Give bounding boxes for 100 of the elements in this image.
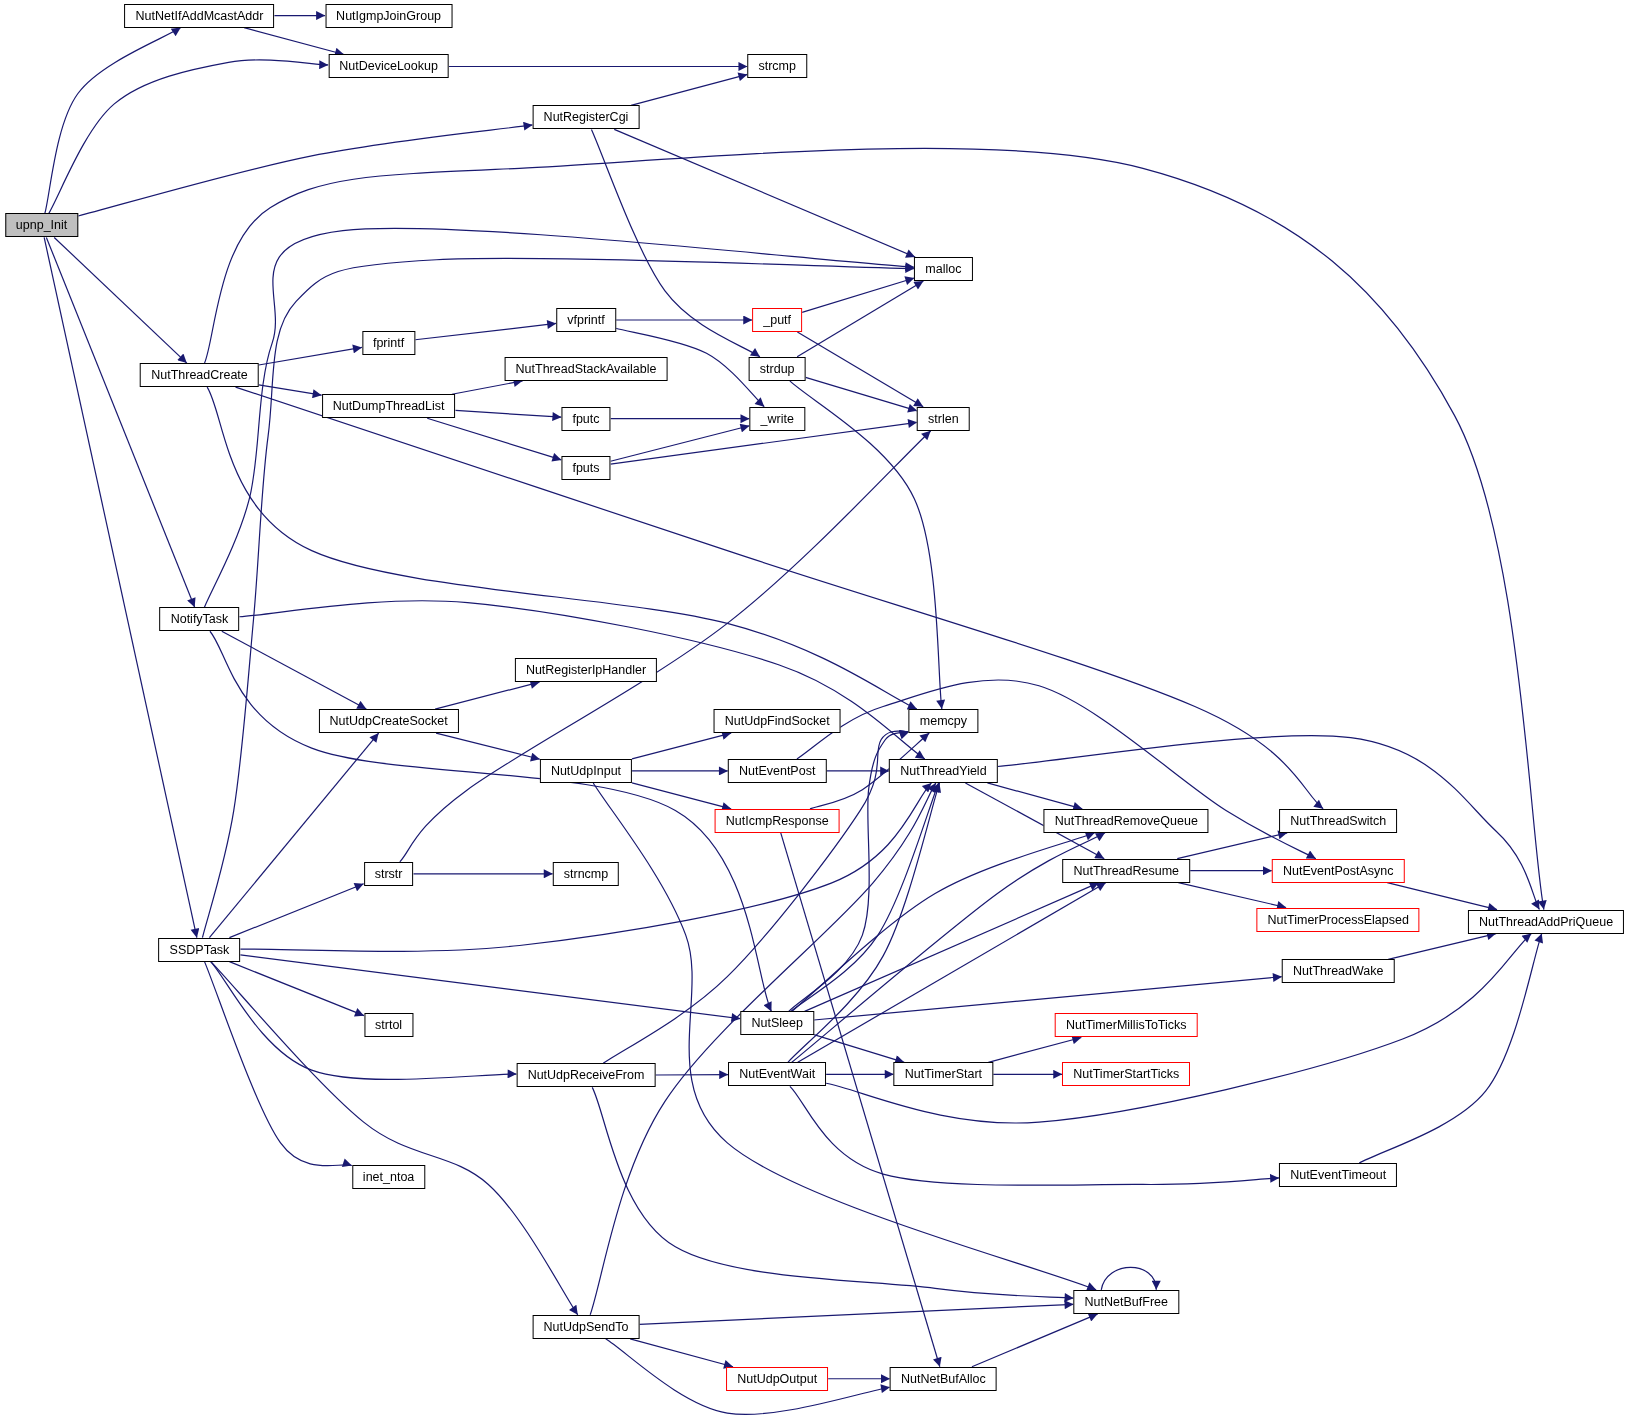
call-arrow xyxy=(638,1300,1075,1325)
call-arrow xyxy=(797,882,1107,1063)
call-arrow xyxy=(791,831,1096,1012)
call-arrow xyxy=(1189,866,1273,876)
function-box: NutDeviceLookup xyxy=(328,54,449,79)
function-box: SSDPTask xyxy=(158,937,241,962)
call-arrow xyxy=(796,679,1317,860)
call-arrow xyxy=(435,732,541,762)
call-arrow xyxy=(210,961,518,1080)
function-box: NutIcmpResponse xyxy=(714,808,840,833)
call-arrow xyxy=(615,315,753,325)
call-arrow xyxy=(203,961,353,1169)
call-arrow xyxy=(448,62,748,71)
call-arrow xyxy=(986,782,1083,811)
function-box: NutThreadResume xyxy=(1062,858,1191,883)
call-arrow xyxy=(209,630,773,1012)
function-box: NutThreadSwitch xyxy=(1279,808,1398,833)
function-box: NutThreadYield xyxy=(889,758,998,783)
call-arrow xyxy=(825,766,890,776)
function-box: fprintf xyxy=(361,330,416,355)
call-arrow xyxy=(258,344,363,366)
call-arrow xyxy=(827,1374,891,1384)
function-box: NutEventPost xyxy=(727,758,827,783)
function-box: _write xyxy=(749,406,805,431)
function-box: NutRegisterIpHandler xyxy=(514,658,658,683)
call-arrow xyxy=(787,782,942,1063)
call-arrow xyxy=(206,386,918,710)
function-box: NutRegisterCgi xyxy=(532,105,640,130)
function-box: NutThreadRemoveQueue xyxy=(1043,808,1209,833)
call-arrow xyxy=(221,630,367,710)
call-arrow xyxy=(602,728,910,1064)
call-arrow xyxy=(590,128,761,358)
call-arrow xyxy=(591,1086,1075,1303)
call-arrow xyxy=(631,766,729,776)
call-arrow xyxy=(613,128,916,258)
function-box: strncmp xyxy=(552,861,620,886)
call-arrow xyxy=(1358,933,1544,1164)
call-arrow xyxy=(789,1085,1280,1186)
function-box: _putf xyxy=(752,308,803,332)
function-box: NutTimerProcessElapsed xyxy=(1256,907,1420,932)
function-box: NutNetBufAlloc xyxy=(890,1366,997,1391)
call-arrow xyxy=(203,147,1547,911)
function-box: NutNetIfAddMcastAddr xyxy=(124,3,275,28)
call-arrow xyxy=(809,732,930,810)
call-arrow xyxy=(1176,830,1288,860)
function-box: NutTimerStartTicks xyxy=(1062,1062,1191,1087)
call-arrow xyxy=(412,869,554,879)
call-arrow xyxy=(426,417,563,462)
function-box: NutNetBufFree xyxy=(1073,1289,1179,1314)
function-box: strtol xyxy=(364,1013,414,1038)
call-arrow xyxy=(203,227,915,608)
call-arrow xyxy=(273,11,326,21)
function-box: NutUdpOutput xyxy=(726,1366,829,1391)
function-box: NutTimerMillisToTicks xyxy=(1054,1013,1198,1038)
call-arrow xyxy=(238,600,926,760)
call-arrow xyxy=(971,1313,1099,1368)
call-arrow xyxy=(796,280,924,358)
call-arrow xyxy=(454,409,563,422)
call-arrow xyxy=(609,419,918,465)
function-box: NutTimerStart xyxy=(893,1062,994,1087)
call-arrow xyxy=(796,331,924,408)
function-box: memcpy xyxy=(908,709,978,734)
function-box: NutIgmpJoinGroup xyxy=(325,3,453,28)
call-arrow xyxy=(45,236,196,608)
function-box: NutUdpInput xyxy=(539,758,633,783)
call-arrow xyxy=(239,782,932,952)
function-box: NutUdpCreateSocket xyxy=(318,709,459,734)
function-box: NutSleep xyxy=(740,1011,814,1036)
call-arrow xyxy=(228,961,365,1017)
call-arrow xyxy=(228,882,365,939)
call-arrow xyxy=(77,121,534,217)
function-box: strdup xyxy=(748,356,806,381)
call-arrow xyxy=(813,973,1283,1021)
call-arrow xyxy=(1100,1266,1160,1291)
call-arrow xyxy=(825,1069,895,1079)
call-arrow xyxy=(992,1069,1063,1079)
function-box: inet_ntoa xyxy=(351,1165,426,1190)
call-arrow xyxy=(609,414,751,424)
call-arrow xyxy=(53,236,188,364)
function-box: fputs xyxy=(561,455,611,480)
function-box: NutEventWait xyxy=(728,1062,827,1087)
call-arrow xyxy=(592,782,1097,1291)
call-arrow xyxy=(801,276,915,313)
function-box: strcmp xyxy=(747,54,807,79)
call-arrow xyxy=(43,236,200,939)
call-arrow xyxy=(210,961,579,1316)
call-arrow xyxy=(791,832,1106,1063)
call-arrow xyxy=(201,257,915,939)
function-box: NutUdpReceiveFrom xyxy=(516,1063,656,1088)
function-box: NutEventTimeout xyxy=(1279,1163,1398,1188)
function-box: malloc xyxy=(914,257,973,282)
call-arrow xyxy=(414,320,557,341)
call-arrow xyxy=(654,1070,729,1080)
function-box: NutEventPostAsync xyxy=(1272,858,1405,883)
call-arrow xyxy=(780,832,942,1368)
call-arrow xyxy=(631,731,732,760)
function-box: NutThreadCreate xyxy=(140,363,259,388)
call-arrow xyxy=(631,782,732,811)
call-arrow xyxy=(964,782,1105,860)
call-arrow xyxy=(234,386,1324,810)
